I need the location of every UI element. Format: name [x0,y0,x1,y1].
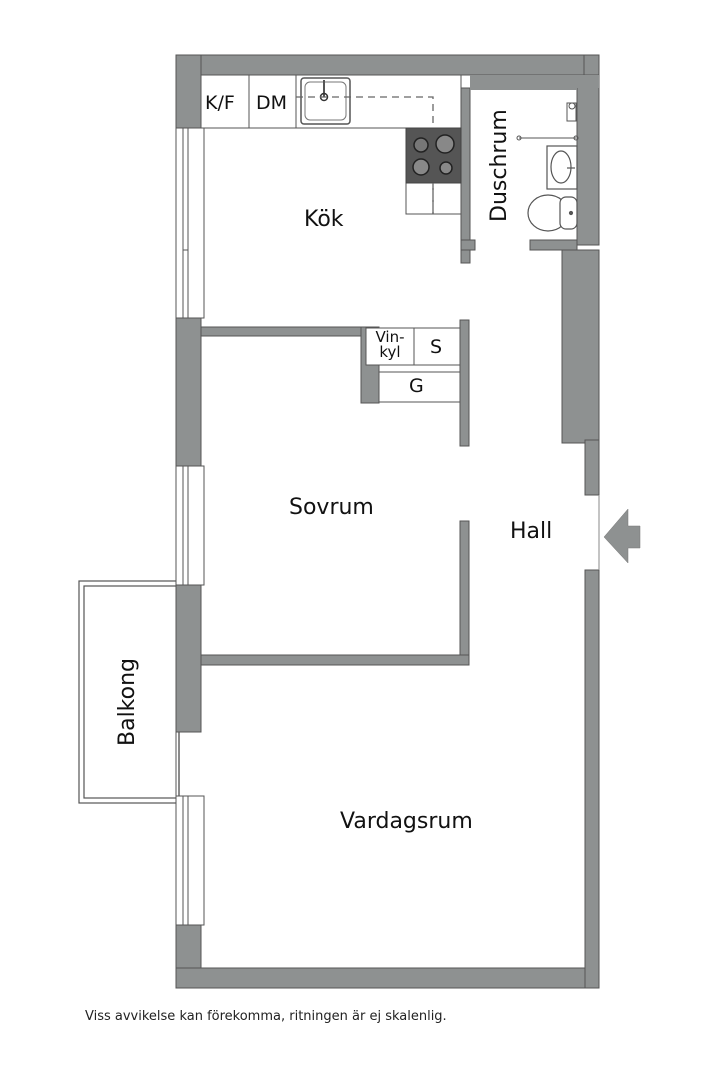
room-label-hall: Hall [510,519,553,544]
closets [365,327,461,403]
room-label-vardagsrum: Vardagsrum [340,809,473,834]
fixture-label-s: S [430,336,443,358]
entrance-arrow-icon [603,508,641,564]
kitchen-sink-icon [300,77,351,125]
toilet-icon [527,194,578,232]
fixture-label-vinkyl-line1: Vin- [375,328,405,346]
fixture-label-vinkyl: Vin- kyl [372,330,408,360]
kitchen-window [175,127,205,319]
room-label-sovrum: Sovrum [289,495,374,520]
counter-dashed-line [296,96,434,214]
walls [175,54,600,989]
fixture-label-g: G [409,375,424,397]
room-label-duschrum: Duschrum [487,109,512,222]
fixture-label-dm: DM [256,92,288,114]
shower-icon [516,102,579,141]
fixture-label-kf: K/F [205,92,235,114]
living-room-window [175,795,205,926]
bedroom-window [175,465,205,586]
stove-icon [405,127,462,184]
footnote-disclaimer: Viss avvikelse kan förekomma, ritningen … [85,1009,447,1024]
room-label-kok: Kök [304,207,344,232]
fixture-label-vinkyl-line2: kyl [379,343,401,361]
washbasin-icon [546,145,578,190]
room-label-balkong: Balkong [115,657,140,746]
